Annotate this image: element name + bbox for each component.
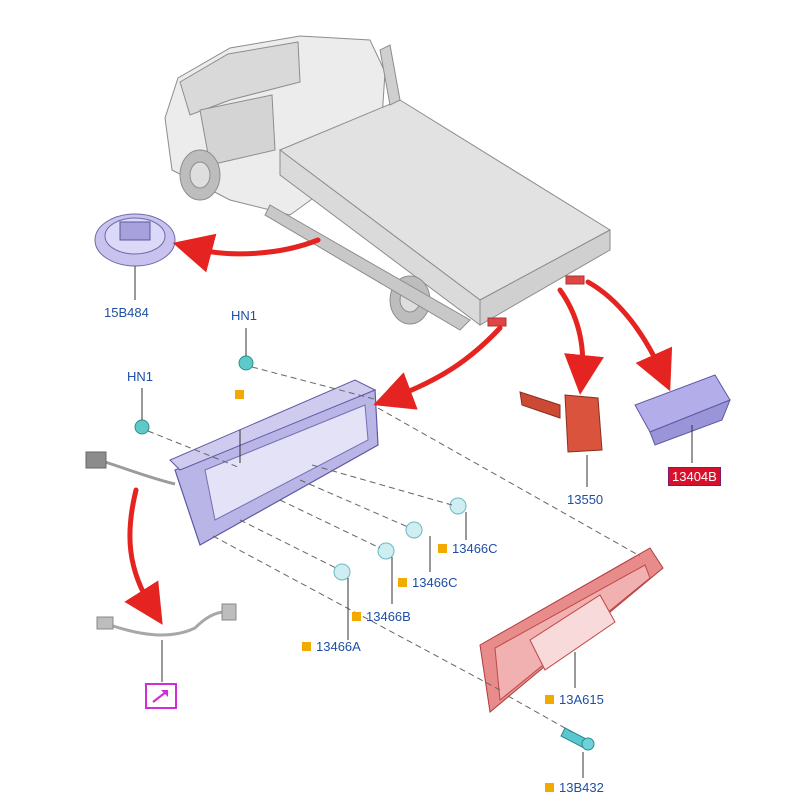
square-marker xyxy=(235,390,244,399)
label-text: 13B432 xyxy=(559,780,604,795)
label-13a615[interactable]: 13A615 xyxy=(545,692,604,707)
label-text: 13A615 xyxy=(559,692,604,707)
part-13404b-illustration xyxy=(634,374,731,446)
label-text: 13466C xyxy=(452,541,498,556)
callout-arrows xyxy=(124,233,673,625)
label-13466c-lower[interactable]: 13466C xyxy=(398,575,458,590)
truck-illustration xyxy=(164,35,611,331)
label-13550[interactable]: 13550 xyxy=(567,492,604,507)
label-text: 13466C xyxy=(412,575,458,590)
label-15b484[interactable]: 15B484 xyxy=(104,305,149,320)
square-marker xyxy=(545,783,554,792)
label-13466b[interactable]: 13466B xyxy=(352,609,411,624)
label-text: 13466A xyxy=(316,639,361,654)
rear-lamp-illustration xyxy=(169,379,379,546)
square-marker xyxy=(302,642,311,651)
leader-lines xyxy=(134,266,693,778)
lamp-harness-illustration xyxy=(85,451,176,486)
label-13404b[interactable]: 13404B xyxy=(668,467,721,486)
reflector-plate-illustration xyxy=(479,547,664,713)
label-hn1-top[interactable]: HN1 xyxy=(231,308,258,323)
square-marker xyxy=(545,695,554,704)
part-13550-illustration xyxy=(519,391,603,453)
wiring-harness-illustration xyxy=(96,603,237,637)
square-marker xyxy=(398,578,407,587)
harness-link-button[interactable] xyxy=(145,683,177,709)
square-marker xyxy=(438,544,447,553)
arrow-link-icon xyxy=(152,690,168,703)
bulbs-illustration xyxy=(134,355,467,581)
screw-illustration xyxy=(560,727,595,751)
square-marker xyxy=(352,612,361,621)
label-text: 13466B xyxy=(366,609,411,624)
label-13466a[interactable]: 13466A xyxy=(302,639,361,654)
label-13b432[interactable]: 13B432 xyxy=(545,780,604,795)
label-13466c-upper[interactable]: 13466C xyxy=(438,541,498,556)
part-15b484-illustration xyxy=(94,213,176,267)
label-hn1-left[interactable]: HN1 xyxy=(127,369,154,384)
